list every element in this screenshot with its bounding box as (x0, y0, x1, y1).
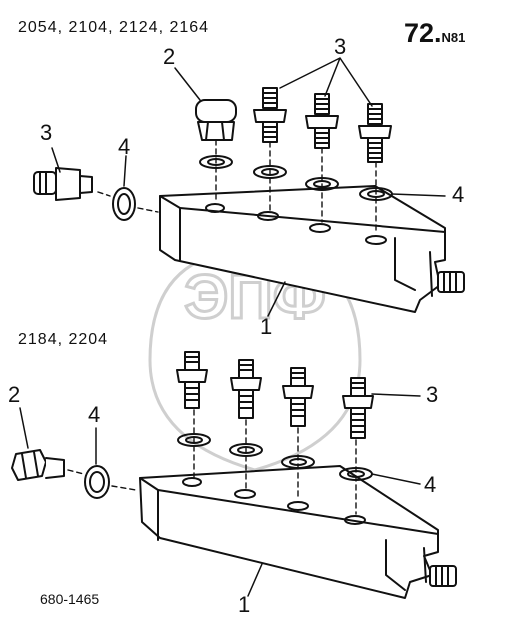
bottom-threaded-fittings (176, 351, 374, 439)
page-number: 72.N81 (404, 20, 465, 47)
callout-4-bottom-washers: 4 (424, 472, 437, 497)
drawing-reference: 680-1465 (40, 591, 100, 607)
callout-2-bottom: 2 (8, 382, 21, 407)
callout-3-bottom-fittings: 3 (426, 382, 439, 407)
callout-4-top-washers: 4 (452, 182, 465, 207)
callout-1-top-rail: 1 (260, 314, 273, 339)
callout-4-top-side: 4 (118, 134, 131, 159)
bottom-side-washer (84, 465, 110, 499)
callout-3-top-fittings: 3 (334, 34, 347, 59)
top-side-washer (112, 187, 136, 221)
bottom-side-plug (11, 449, 65, 481)
page-number-suffix: N81 (441, 30, 466, 45)
top-leader-lines (51, 57, 446, 317)
callout-2-top: 2 (163, 44, 176, 69)
top-threaded-fittings (253, 87, 392, 163)
top-plug-bolt (195, 99, 237, 141)
bottom-fuel-rail (139, 465, 457, 599)
page-number-main: 72. (404, 18, 442, 48)
models-bottom-label: 2184, 2204 (18, 331, 109, 348)
callout-3-top-side: 3 (40, 120, 53, 145)
top-sealing-washers (199, 155, 393, 201)
top-side-fitting (33, 167, 93, 201)
models-top-label: 2054, 2104, 2124, 2164 (18, 19, 210, 36)
bottom-assembly-lines (67, 409, 357, 515)
bottom-leader-lines (19, 393, 421, 597)
callout-4-bottom-side: 4 (88, 402, 101, 427)
top-assembly-lines (97, 139, 377, 233)
callout-1-bottom-rail: 1 (238, 592, 251, 617)
top-fuel-rail (159, 185, 465, 313)
